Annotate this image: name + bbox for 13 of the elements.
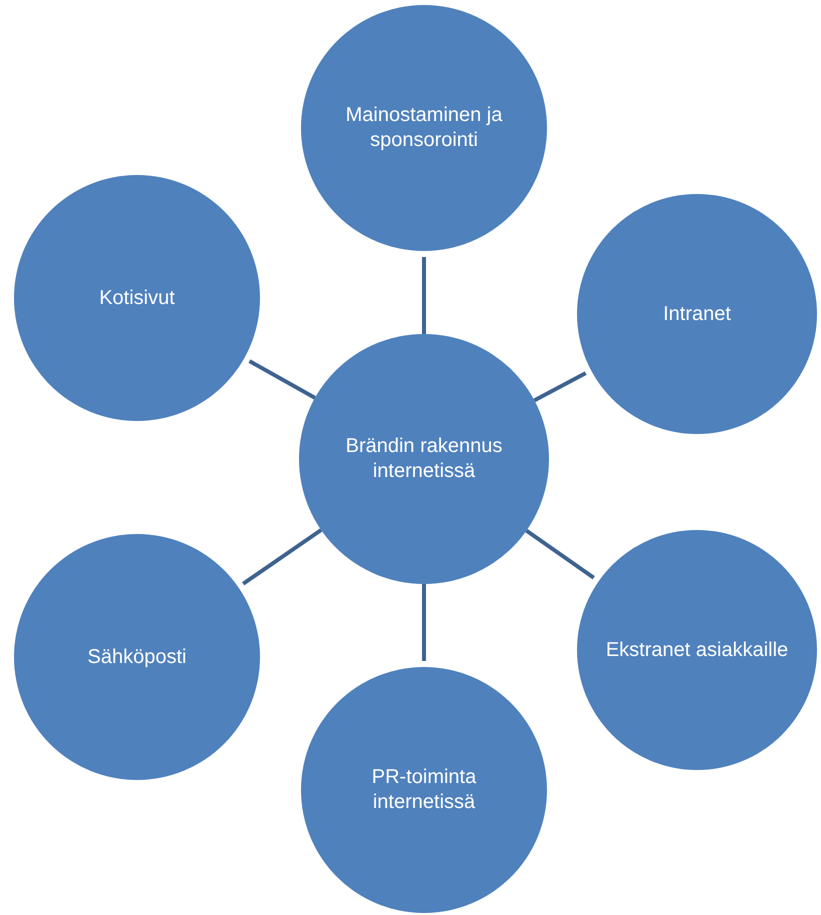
topic-label: PR-toiminta internetissä xyxy=(370,765,478,815)
topic-label: Ekstranet asiakkaille xyxy=(606,638,788,662)
connector-line xyxy=(248,359,316,400)
topic-label: Intranet xyxy=(663,302,731,326)
connector-line xyxy=(242,528,322,586)
connector-line xyxy=(533,371,587,402)
topic-label: Brändin rakennus internetissä xyxy=(344,434,504,484)
topic-label: Kotisivut xyxy=(99,286,175,310)
connector-line xyxy=(525,529,595,580)
topic-label: Sähköposti xyxy=(88,644,186,670)
topic-label: Mainostaminen ja sponsorointi xyxy=(344,103,504,153)
connector-line xyxy=(422,257,426,334)
connector-line xyxy=(422,584,426,661)
